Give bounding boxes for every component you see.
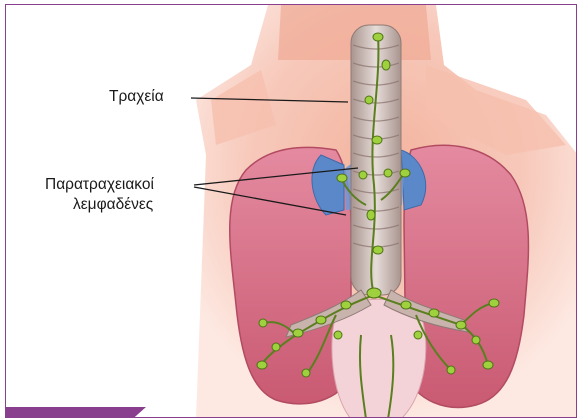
trachea-label: Τραχεία (109, 87, 164, 106)
figure-frame: Τραχεία Παρατραχειακοί λεμφαδένες (5, 4, 577, 418)
paratracheal-label-line2: λεμφαδένες (73, 195, 153, 214)
trachea-tube (351, 25, 401, 295)
corner-tab (6, 407, 146, 417)
paratracheal-label-line1: Παρατραχειακοί (45, 175, 154, 194)
